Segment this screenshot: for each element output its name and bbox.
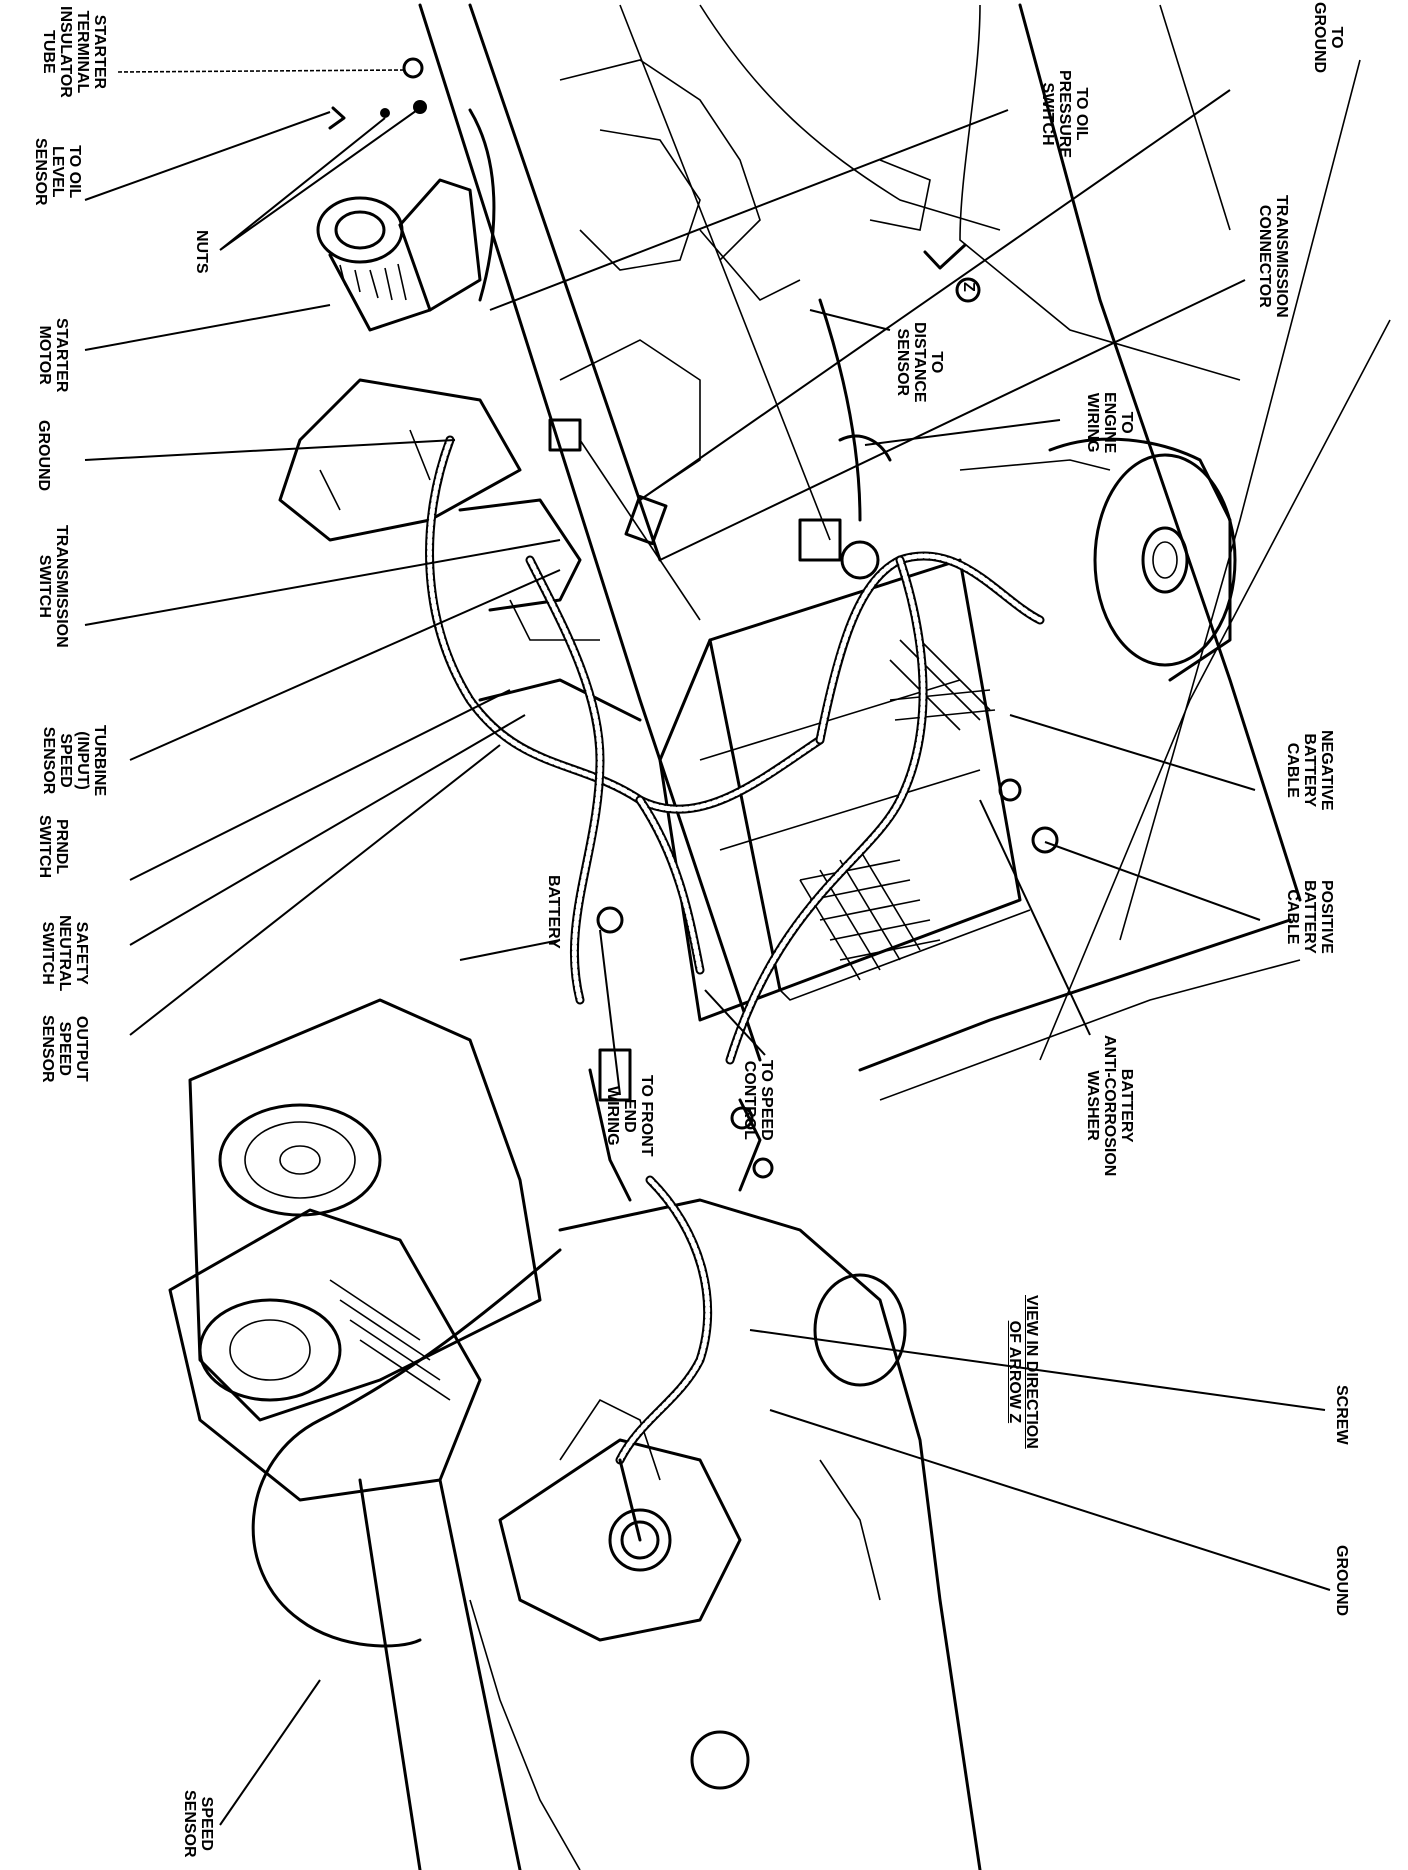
- starter-motor: [316, 57, 482, 332]
- label-ground-left: GROUND: [35, 420, 52, 492]
- label-arrow-z: Z: [960, 282, 977, 292]
- label-speed-control: TO SPEED CONTROL: [741, 1060, 775, 1141]
- label-turbine-speed-sensor: TURBINE (INPUT) SPEED SENSOR: [40, 725, 108, 797]
- label-oil-pressure-switch: TO OIL PRESSURE SWITCH: [1039, 70, 1090, 159]
- label-starter-motor: STARTER MOTOR: [36, 318, 70, 393]
- vehicle-body-lines: [418, 3, 1391, 1101]
- label-engine-wiring: TO ENGINE WIRING: [1084, 392, 1135, 454]
- label-transmission-connector: TRANSMISSION CONNECTOR: [1256, 195, 1290, 318]
- label-starter-terminal: STARTER TERMINAL INSULATOR TUBE: [40, 6, 108, 98]
- label-negative-battery-cable: NEGATIVE BATTERY CABLE: [1284, 730, 1335, 811]
- label-anti-corrosion-washer: BATTERY ANTI-CORROSION WASHER: [1084, 1035, 1135, 1177]
- label-front-end-wiring: TO FRONT END WIRING: [604, 1075, 655, 1157]
- transmission-lower-view: [168, 998, 982, 1870]
- label-to-ground-top: TO GROUND: [1311, 2, 1345, 74]
- label-positive-battery-cable: POSITIVE BATTERY CABLE: [1284, 880, 1335, 954]
- label-prndl-switch: PRNDL SWITCH: [36, 815, 70, 879]
- fender-drum: [959, 437, 1237, 682]
- label-battery: BATTERY: [545, 875, 562, 949]
- label-speed-sensor: SPEED SENSOR: [181, 1790, 215, 1858]
- label-output-speed-sensor: OUTPUT SPEED SENSOR: [39, 1015, 90, 1083]
- label-transmission-switch: TRANSMISSION SWITCH: [36, 525, 70, 648]
- wiring-harness: [425, 108, 1045, 1065]
- label-screw: SCREW: [1333, 1385, 1350, 1445]
- transmission-housing: [278, 59, 931, 722]
- label-nuts: NUTS: [193, 230, 210, 274]
- leader-lines: [84, 69, 1331, 1826]
- connectors: [548, 243, 1059, 934]
- label-view-arrow-z: VIEW IN DIRECTION OF ARROW Z: [1006, 1295, 1040, 1449]
- label-distance-sensor: TO DISTANCE SENSOR: [894, 322, 945, 403]
- label-ground-bottom: GROUND: [1333, 1545, 1350, 1617]
- label-safety-neutral-switch: SAFETY NEUTRAL SWITCH: [39, 915, 90, 992]
- label-oil-level-sensor: TO OIL LEVEL SENSOR: [32, 138, 83, 206]
